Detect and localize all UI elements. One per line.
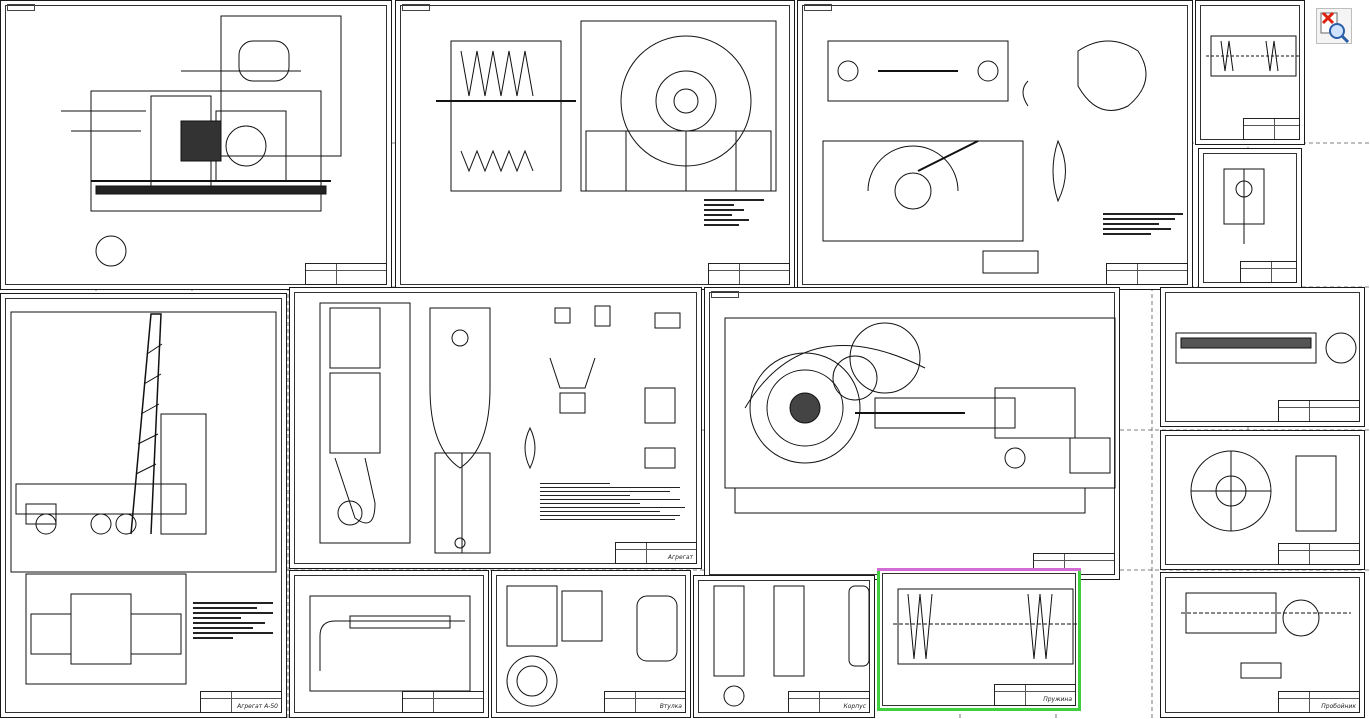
drawing-sheet-clamp[interactable] xyxy=(797,0,1193,290)
specification-lines xyxy=(1103,213,1183,238)
bracket-drawing xyxy=(1223,168,1265,244)
sheet-frame xyxy=(882,573,1076,706)
drawing-sheet-flange[interactable] xyxy=(1160,430,1365,570)
flange-drawing xyxy=(1190,450,1337,532)
title-block-label: Агрегат А-50 xyxy=(237,703,278,710)
selected-sheet-frame[interactable] xyxy=(877,568,1081,711)
pipe-drawing xyxy=(309,595,471,692)
title-block xyxy=(1243,118,1300,140)
sheet-frame xyxy=(400,5,790,285)
title-block xyxy=(1106,263,1188,285)
drawing-sheet-spring-large[interactable]: Пружина xyxy=(877,568,1081,711)
hook-block-drawing xyxy=(319,302,681,554)
drawing-sheet-brake-drum[interactable] xyxy=(395,0,795,290)
title-block xyxy=(1278,691,1360,713)
sheet-frame xyxy=(294,575,484,713)
drawing-sheet-spring-small[interactable] xyxy=(1195,0,1305,145)
spring-small-drawing xyxy=(1206,35,1301,77)
title-block xyxy=(604,691,686,713)
housing-drawing xyxy=(713,585,870,707)
sheet-frame xyxy=(5,5,387,285)
title-block xyxy=(305,263,387,285)
punch-drawing xyxy=(1181,592,1351,679)
title-block-label: Пружина xyxy=(1043,696,1072,703)
shaft-drawing xyxy=(1175,332,1357,364)
title-block xyxy=(615,542,697,564)
specification-lines xyxy=(193,602,273,642)
sheet-frame xyxy=(294,292,697,564)
spring-large-drawing xyxy=(893,588,1078,665)
title-block xyxy=(1240,261,1297,283)
title-block xyxy=(402,691,484,713)
sheet-frame xyxy=(802,5,1188,285)
title-block xyxy=(708,263,790,285)
bushing-drawing xyxy=(506,585,678,707)
title-block xyxy=(1278,543,1360,565)
drawing-sheet-hook-block[interactable]: Агрегат xyxy=(289,287,702,569)
drawing-sheet-rig-truck[interactable]: Агрегат А-50 xyxy=(0,293,287,718)
title-block xyxy=(788,691,870,713)
title-block-label: Пробойник xyxy=(1321,703,1356,710)
sheet-stamp xyxy=(7,4,35,11)
print-preview-zoom-icon xyxy=(1320,11,1350,44)
sheet-stamp xyxy=(711,291,739,298)
title-block-label: Втулка xyxy=(659,703,682,710)
rig-truck-drawing xyxy=(10,311,277,685)
technical-notes xyxy=(540,483,690,523)
drawing-sheet-pipe[interactable] xyxy=(289,570,489,718)
clamp-drawing xyxy=(822,40,1147,274)
drawing-sheet-punch[interactable]: Пробойник xyxy=(1160,572,1365,718)
title-block-label: Агрегат xyxy=(667,554,693,561)
drawing-sheet-housing[interactable]: Корпус xyxy=(693,575,875,718)
technical-notes xyxy=(704,199,764,229)
crank-drive-drawing xyxy=(724,317,1116,514)
selection-top-edge xyxy=(877,568,1081,571)
drawing-sheet-crank-drive[interactable] xyxy=(704,287,1120,580)
brake-drum-drawing xyxy=(436,20,777,192)
title-block xyxy=(994,684,1076,706)
sheet-frame xyxy=(1165,577,1360,713)
gearbox-assembly-drawing xyxy=(61,15,342,267)
title-block xyxy=(1278,400,1360,422)
drawing-sheet-bracket[interactable] xyxy=(1198,148,1302,288)
sheet-stamp xyxy=(804,4,832,11)
sheet-stamp xyxy=(402,4,430,11)
title-block-label: Корпус xyxy=(843,703,866,710)
drawing-sheet-gearbox-assembly[interactable] xyxy=(0,0,392,290)
sheet-frame xyxy=(1165,292,1360,422)
drawing-sheet-shaft[interactable] xyxy=(1160,287,1365,427)
sheet-frame xyxy=(1165,435,1360,565)
sheet-frame xyxy=(496,575,686,713)
drawing-sheet-bushing[interactable]: Втулка xyxy=(491,570,691,718)
title-block xyxy=(200,691,282,713)
print-preview-button[interactable] xyxy=(1316,8,1352,44)
sheet-frame xyxy=(5,298,282,713)
